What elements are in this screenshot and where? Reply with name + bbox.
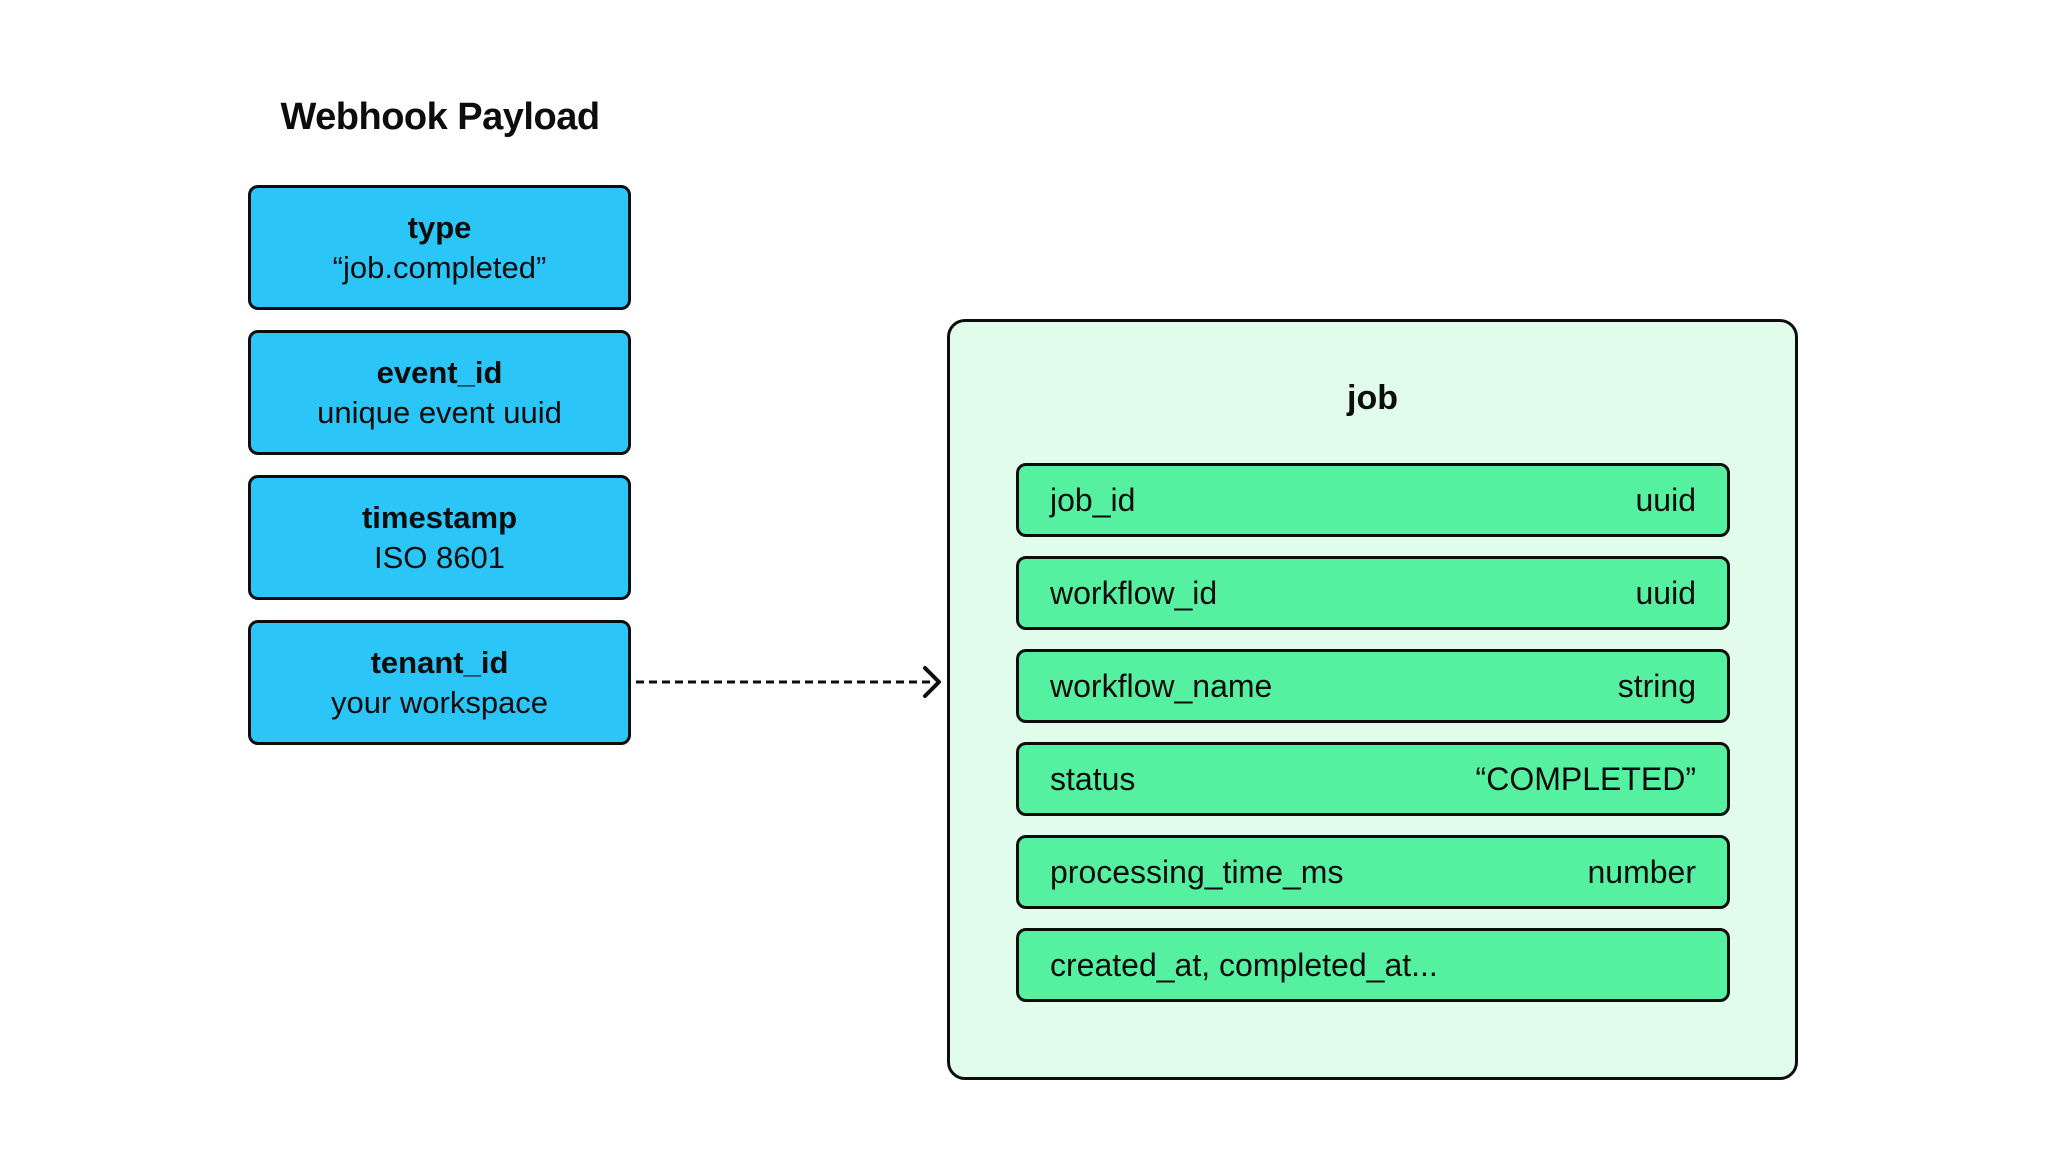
job-field-name: processing_time_ms [1050,853,1344,890]
payload-field-name: type [407,209,472,245]
job-field-type: number [1587,853,1697,890]
job-field-row: created_at, completed_at... [1016,928,1730,1002]
payload-field-box-tenant-id: tenant_id your workspace [248,620,631,745]
job-field-name: job_id [1050,481,1136,518]
payload-field-desc: ISO 8601 [374,539,505,575]
job-field-row: status “COMPLETED” [1016,742,1730,816]
payload-field-name: timestamp [361,499,518,535]
payload-field-desc: your workspace [330,684,549,720]
payload-field-name: tenant_id [370,644,509,680]
job-field-row: workflow_name string [1016,649,1730,723]
job-field-type: uuid [1635,481,1697,518]
payload-field-box-type: type “job.completed” [248,185,631,310]
job-field-name: workflow_name [1050,667,1273,704]
job-field-type: string [1617,667,1696,704]
job-field-type: “COMPLETED” [1475,760,1696,797]
job-field-name: workflow_id [1050,574,1218,611]
job-field-name: status [1050,760,1136,797]
dashed-arrow-icon [636,666,941,698]
payload-field-desc: unique event uuid [317,394,562,430]
diagram-title: Webhook Payload [280,96,600,138]
job-field-row: job_id uuid [1016,463,1730,537]
job-field-name: created_at, completed_at... [1050,946,1438,983]
payload-field-box-timestamp: timestamp ISO 8601 [248,475,631,600]
payload-field-desc: “job.completed” [332,249,547,285]
job-field-type: uuid [1635,574,1697,611]
job-entity-panel: job job_id uuid workflow_id uuid workflo… [947,319,1798,1080]
job-field-row: processing_time_ms number [1016,835,1730,909]
payload-field-box-event-id: event_id unique event uuid [248,330,631,455]
payload-field-name: event_id [376,354,503,390]
job-field-row: workflow_id uuid [1016,556,1730,630]
job-panel-title: job [1347,379,1398,417]
